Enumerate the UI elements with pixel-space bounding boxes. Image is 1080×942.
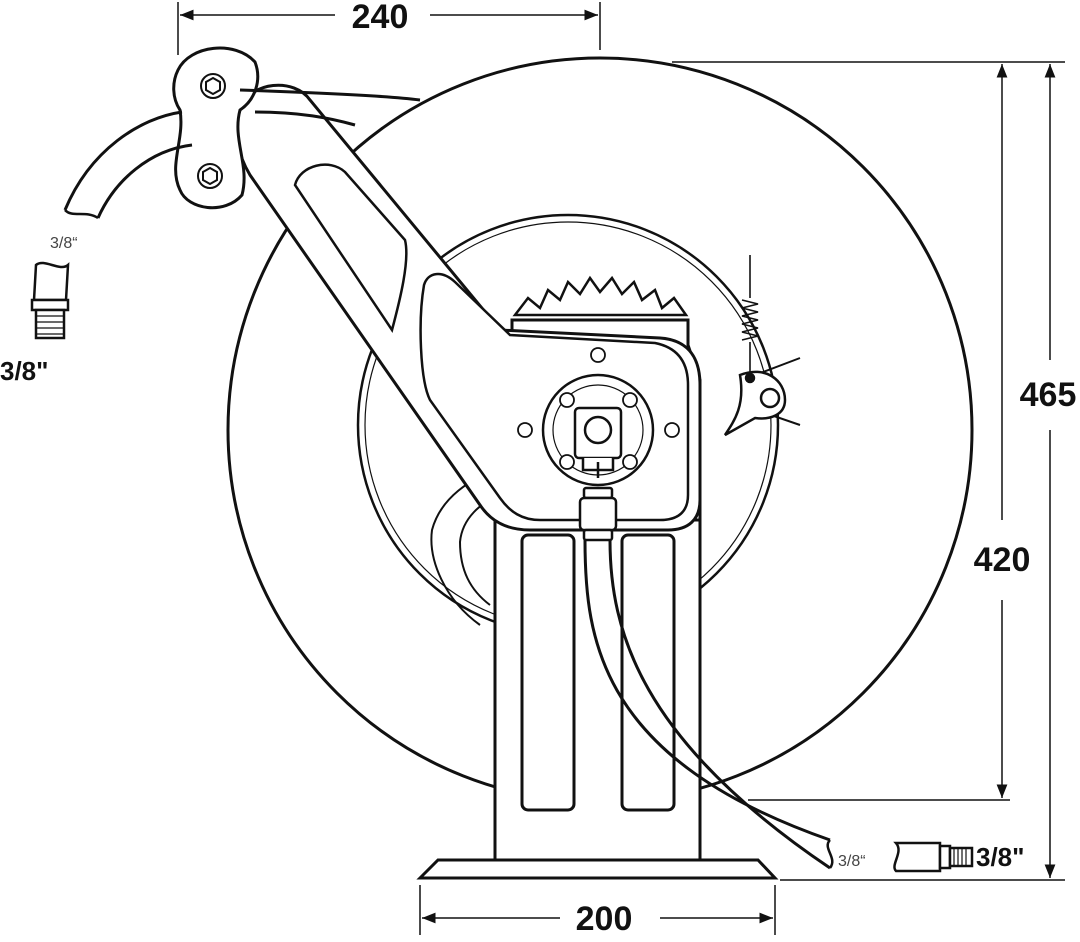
dimension-base-width	[419, 885, 776, 935]
pivot-bolt-top-icon	[200, 73, 226, 99]
dimension-width-top	[177, 2, 601, 55]
stand-base	[416, 858, 779, 880]
outlet-hose-fitting	[578, 486, 618, 542]
stand-frame	[493, 518, 702, 867]
hub-bolts	[517, 347, 680, 470]
arm-pivot-plate	[172, 46, 260, 210]
inlet-coupling-icon	[30, 261, 70, 340]
dimension-total-height	[672, 61, 1065, 881]
dimension-drum-height	[748, 64, 1010, 801]
inlet-hose	[63, 88, 421, 219]
outlet-hose-size-label: 3/8“	[838, 853, 866, 870]
dimension-drum-height-label: 420	[974, 541, 1031, 579]
outlet-coupling-icon	[893, 841, 974, 873]
outlet-hose-break	[826, 839, 834, 869]
outlet-thread-size-label: 3/8"	[976, 842, 1024, 872]
ratchet-pawl	[723, 370, 787, 437]
dimension-total-height-label: 465	[1020, 376, 1077, 414]
swivel-fitting	[573, 406, 623, 478]
outlet-hose	[583, 539, 831, 870]
ratchet-gear	[512, 275, 689, 317]
pivot-bolt-bottom-icon	[197, 163, 223, 189]
inlet-hose-size-label: 3/8“	[50, 235, 78, 252]
dimension-width-top-label: 240	[352, 0, 409, 36]
dimension-base-width-label: 200	[576, 900, 633, 937]
inlet-hose-break	[64, 209, 99, 220]
ratchet-spring-icon	[741, 255, 759, 372]
inlet-thread-size-label: 3/8"	[0, 356, 48, 386]
